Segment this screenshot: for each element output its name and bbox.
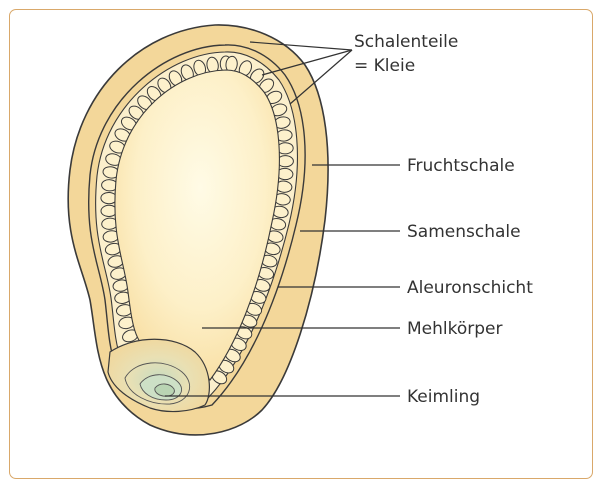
label-aleuronschicht: Aleuronschicht <box>407 278 533 298</box>
label-schalenteile: Schalenteile <box>354 32 458 52</box>
grain-diagram: Schalenteile = Kleie Fruchtschale Samens… <box>0 0 602 467</box>
label-samenschale: Samenschale <box>407 222 521 242</box>
keimling-contour-3 <box>155 384 175 396</box>
label-mehlkoerper: Mehlkörper <box>407 319 503 339</box>
label-keimling: Keimling <box>407 387 480 407</box>
label-fruchtschale: Fruchtschale <box>407 156 515 176</box>
label-kleie: = Kleie <box>354 56 415 76</box>
